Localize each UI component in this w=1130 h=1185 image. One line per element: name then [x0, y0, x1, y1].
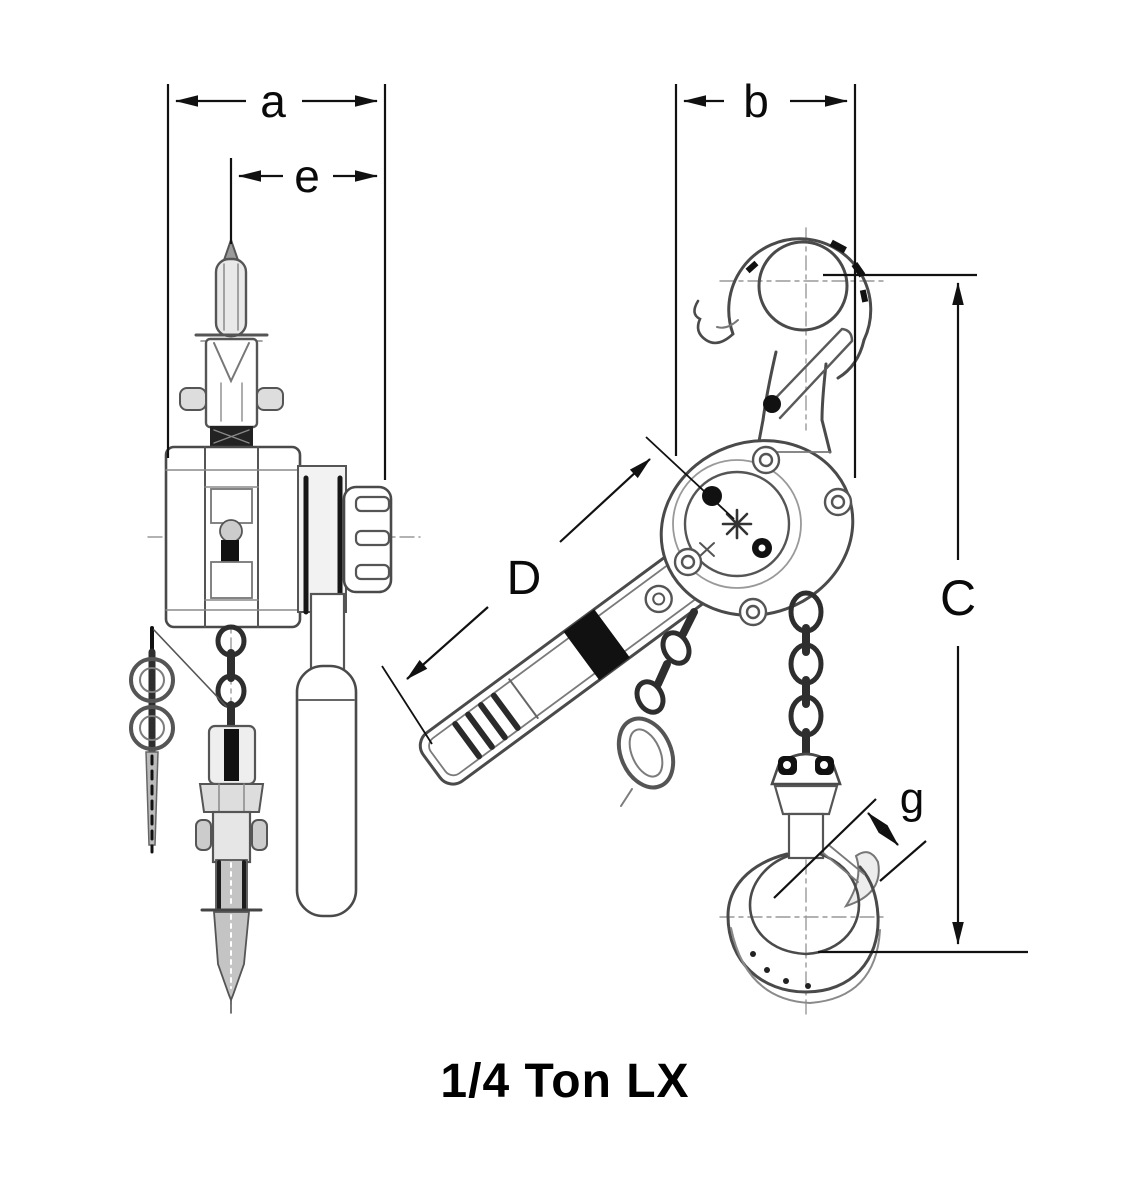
- housing-dark-bolt: [702, 486, 722, 506]
- dimension-e: e: [229, 150, 378, 244]
- front-bottom-hook: [726, 738, 881, 1005]
- dimension-a: a: [166, 75, 387, 480]
- dimension-g: g: [773, 774, 927, 899]
- side-gear-body: [164, 445, 302, 629]
- hook-stamp-marks: [750, 951, 811, 989]
- lever-black-band: [563, 609, 630, 681]
- hook-tip-and-latch-end: [843, 851, 880, 908]
- dimension-label-c: C: [940, 570, 976, 626]
- side-leader-line: [153, 629, 227, 707]
- dimension-label-a: a: [260, 75, 286, 127]
- front-top-hook: [693, 237, 873, 454]
- housing-star-mark: [721, 508, 753, 540]
- lever-grip-ridges: [452, 692, 521, 760]
- dimension-label-e: e: [294, 150, 320, 202]
- dimension-label-d: D: [507, 552, 542, 605]
- side-loose-chain: [129, 626, 227, 854]
- side-top-hook: [179, 236, 284, 446]
- bottom-hook-latch: [821, 845, 865, 883]
- extension-line-d-upper: [645, 436, 735, 520]
- housing-bolts: [673, 445, 853, 627]
- dimension-label-b: b: [743, 75, 769, 127]
- front-load-chain: [788, 590, 824, 760]
- figure-caption: 1/4 Ton LX: [440, 1055, 690, 1108]
- front-gear-housing: [659, 439, 855, 627]
- side-view-drawing: [129, 236, 421, 1014]
- front-loose-chain: [616, 608, 698, 807]
- dimension-annotations: a e b C D: [166, 75, 1028, 954]
- g-reference-line-inner: [773, 798, 877, 899]
- side-load-chain: [215, 624, 247, 732]
- g-reference-line-outer: [879, 840, 927, 882]
- dimension-c: C: [818, 273, 1028, 954]
- dimension-d: D: [381, 436, 735, 745]
- side-handwheel: [297, 465, 393, 615]
- side-bottom-hook: [195, 724, 268, 1014]
- dimension-label-g: g: [900, 774, 924, 823]
- side-lever-handle: [295, 592, 358, 918]
- dimension-b: b: [674, 75, 857, 478]
- front-view-drawing: [418, 227, 885, 1015]
- extension-line-d-lower: [381, 665, 433, 745]
- front-lever-handle: [418, 528, 741, 786]
